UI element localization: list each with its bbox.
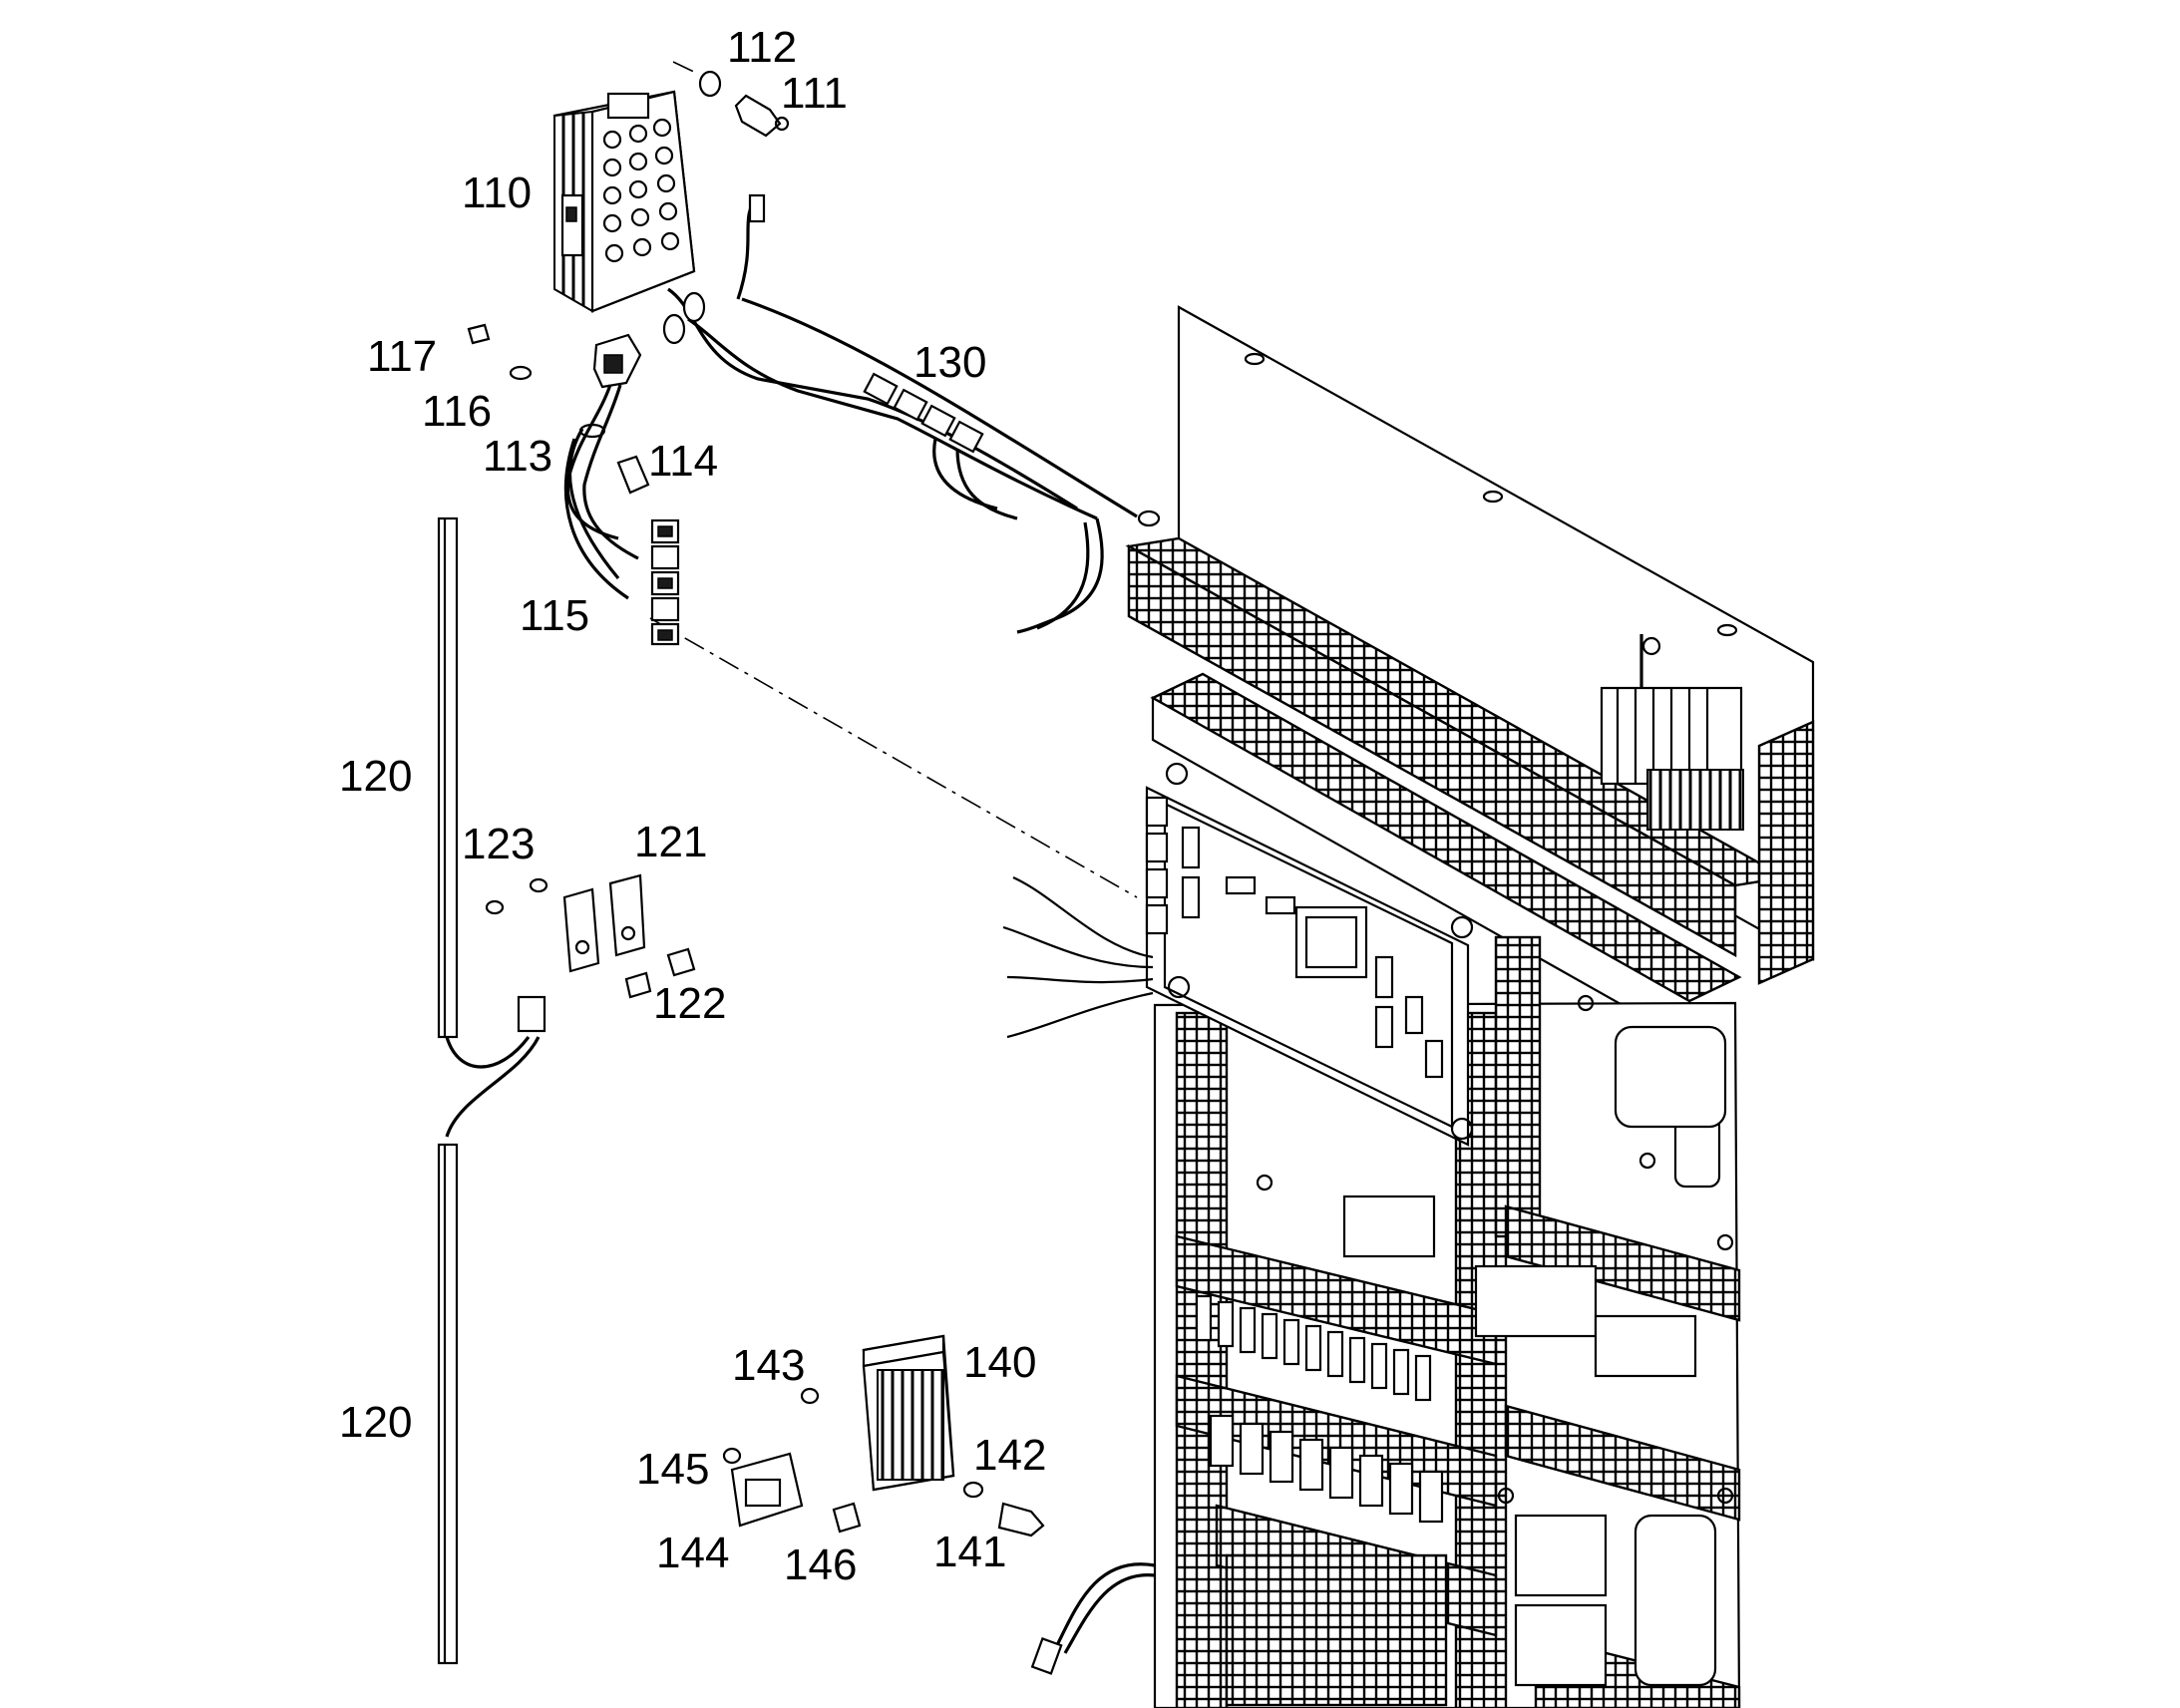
- callout-115: 115: [520, 591, 589, 640]
- mounting-brackets: [485, 873, 696, 999]
- callout-142: 142: [973, 1431, 1046, 1480]
- callout-113: 113: [483, 432, 552, 481]
- callout-112: 112: [727, 23, 797, 72]
- callout-111: 111: [781, 69, 848, 118]
- callout-145: 145: [636, 1445, 709, 1494]
- callout-120-lower: 120: [339, 1398, 412, 1447]
- callout-122: 122: [653, 979, 726, 1028]
- callout-120-upper: 120: [339, 752, 412, 801]
- callout-140: 140: [963, 1338, 1036, 1387]
- callout-114: 114: [648, 437, 718, 486]
- assembly-guide-line: [649, 617, 1138, 898]
- callout-141: 141: [933, 1528, 1006, 1576]
- heater-assembly: [722, 1334, 1156, 1675]
- callout-116: 116: [422, 387, 492, 436]
- callout-117: 117: [367, 332, 437, 381]
- wire-tails: [1002, 875, 1154, 1039]
- profile-rail-lower: [437, 1143, 459, 1665]
- callout-146: 146: [784, 1540, 857, 1589]
- callout-labels: 112 111 110 117 116 113 114 115 130 120 …: [339, 23, 1046, 1589]
- callout-110: 110: [462, 169, 532, 217]
- connector-group: [467, 323, 680, 646]
- callout-121: 121: [634, 818, 707, 866]
- control-module: [552, 70, 790, 313]
- cable-harness: [662, 193, 1161, 634]
- callout-144: 144: [656, 1529, 729, 1577]
- control-cabinet: [1125, 305, 1815, 1708]
- callout-143: 143: [732, 1341, 805, 1390]
- callout-130: 130: [913, 338, 986, 387]
- profile-rail-upper: [437, 516, 546, 1138]
- callout-123: 123: [462, 820, 535, 868]
